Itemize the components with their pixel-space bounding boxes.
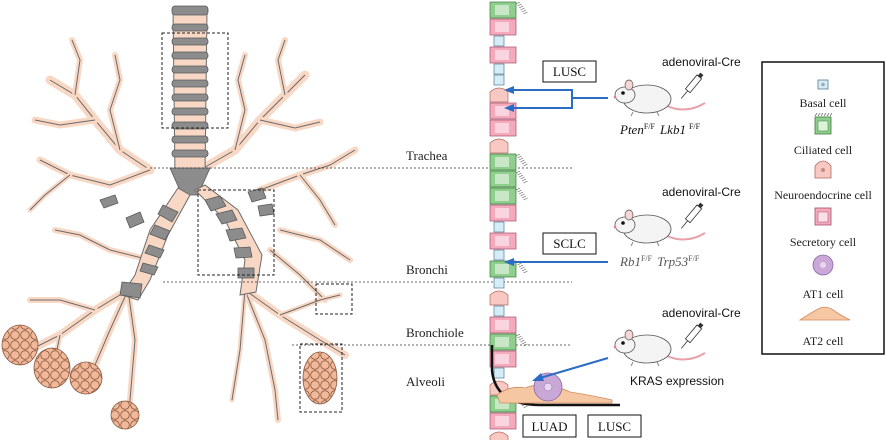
epithelial-cell-secretory (489, 46, 517, 64)
legend-icons (798, 79, 851, 321)
region-label-trachea: Trachea (406, 148, 448, 163)
epithelial-cell-secretory (489, 316, 517, 334)
mouse-icon (613, 202, 706, 247)
region-label-alveoli: Alveoli (406, 374, 445, 389)
epithelial-cell-basal (493, 367, 505, 379)
cancer-label-lusc-bottom: LUSC (587, 414, 642, 438)
region-boxes (161, 32, 353, 413)
legend-label-neuroendocrine: Neuroendocrine cell (774, 188, 872, 202)
epithelial-cell-ciliated (489, 170, 528, 188)
mouse-icon (613, 72, 706, 117)
legend-label-basal: Basal cell (800, 96, 848, 110)
legend-label-at1: AT1 cell (803, 287, 845, 301)
epithelial-cell-basal (493, 74, 505, 86)
delivery-label-1: adenoviral-Cre (662, 55, 741, 69)
epithelial-cell-neuroendocrine (489, 87, 509, 103)
region-label-bronchiole: Bronchiole (406, 325, 464, 340)
basal-cell-icon (817, 79, 829, 90)
alveoli-clusters (1, 324, 338, 430)
epithelium-column (489, 1, 620, 440)
upper-right-branches (195, 37, 359, 303)
cancer-label-luad-bottom: LUAD (522, 414, 577, 438)
epithelial-cell-neuroendocrine (489, 290, 509, 306)
legend-label-ciliated: Ciliated cell (794, 143, 853, 157)
trachea-cartilage-rings (169, 5, 211, 196)
ciliated-cell-icon (814, 112, 833, 135)
svg-text:SCLC: SCLC (553, 236, 586, 251)
epithelial-cell-ciliated (489, 333, 528, 351)
main-bronchi (99, 184, 275, 301)
kras-expression-label: KRAS expression (630, 374, 724, 388)
svg-text:LUSC: LUSC (598, 419, 631, 434)
upper-left-branches (27, 37, 155, 213)
legend-label-at2: AT2 cell (803, 334, 845, 348)
epithelial-cell-basal (493, 277, 505, 289)
epithelial-cell-basal (493, 305, 505, 317)
epithelial-cell-ciliated (489, 1, 528, 19)
epithelial-cell-neuroendocrine (489, 431, 509, 440)
epithelial-cell-secretory (489, 119, 517, 137)
epithelial-cell-basal (493, 35, 505, 47)
epithelial-cell-basal (493, 63, 505, 75)
epithelial-cell-secretory (489, 350, 517, 368)
delivery-label-2: adenoviral-Cre (662, 185, 741, 199)
epithelial-cell-secretory (489, 18, 517, 36)
delivery-label-3: adenoviral-Cre (662, 306, 741, 320)
neuroendocrine-cell-icon (814, 160, 832, 179)
epithelial-cell-basal (493, 221, 505, 233)
at1-cell-icon (812, 254, 834, 276)
cancer-label-lusc-top: LUSC (542, 60, 597, 83)
legend-label-secretory: Secretory cell (790, 235, 857, 249)
trachea (169, 5, 211, 196)
cancer-label-sclc: SCLC (542, 232, 597, 255)
bronchi-cartilage (99, 187, 275, 299)
epithelial-cell-secretory (489, 232, 517, 250)
epithelial-cell-ciliated (489, 153, 528, 171)
svg-text:LUSC: LUSC (553, 64, 586, 79)
epithelial-cell-ciliated (489, 187, 528, 205)
lower-right-branches (229, 286, 349, 423)
svg-text:LUAD: LUAD (531, 419, 567, 434)
epithelial-cell-secretory (489, 204, 517, 222)
epithelial-cell-ciliated (489, 260, 528, 278)
at2-cell-icon (798, 306, 851, 321)
mouse-icon (613, 322, 706, 367)
airway-tree (1, 5, 359, 430)
epithelial-cell-secretory (489, 412, 517, 430)
epithelial-cell-basal (493, 249, 505, 261)
secretory-cell-icon (814, 207, 832, 226)
lower-left-branches (26, 227, 153, 428)
epithelial-cell-neuroendocrine (489, 138, 509, 154)
arrows (504, 86, 609, 381)
region-label-bronchi: Bronchi (406, 262, 448, 277)
